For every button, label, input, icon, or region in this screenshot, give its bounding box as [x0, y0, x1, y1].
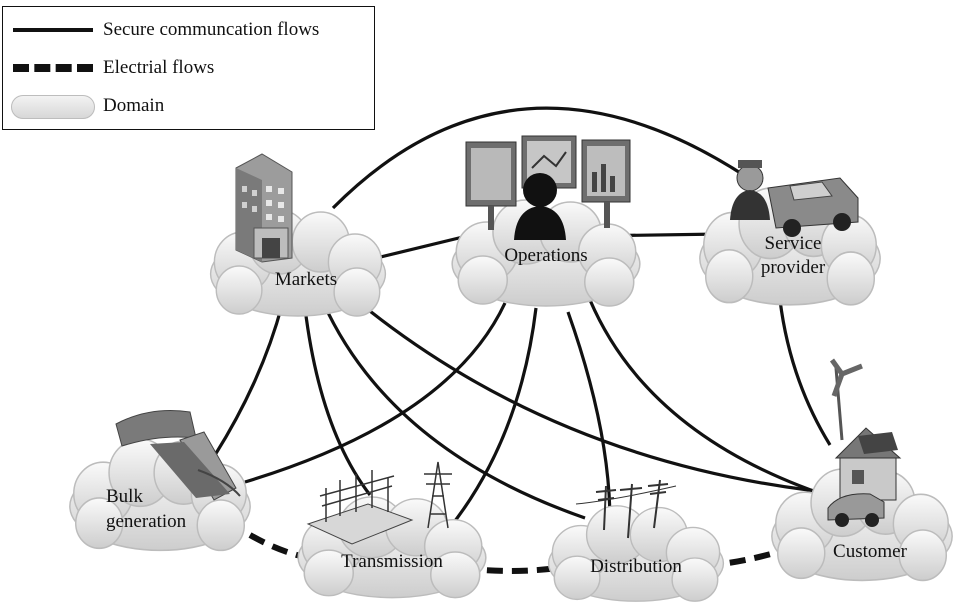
legend-row-secure: Secure communcation flows [3, 15, 319, 45]
secure-link-markets-service [331, 106, 761, 210]
control-room-monitors-icon [465, 135, 631, 240]
legend-cloud-icon [11, 95, 95, 119]
secure-link-operations-bulk [244, 302, 507, 484]
legend-solid-line [13, 28, 93, 32]
legend-electrical-label: Electrial flows [103, 57, 215, 78]
utility-poles-icon [575, 479, 677, 539]
service-label-line2: provider [761, 257, 826, 278]
service-label-line1: Service [765, 233, 822, 254]
transmission-label: Transmission [341, 551, 443, 572]
secure-link-markets-distribution [321, 301, 586, 520]
legend: Secure communcation flows Electrial flow… [2, 6, 375, 130]
customer-label: Customer [833, 541, 908, 562]
hydro-dam-icon [115, 410, 241, 501]
legend-row-electrical: Electrial flows [3, 53, 214, 83]
secure-link-markets-bulk [213, 304, 284, 456]
secure-link-operations-customer [588, 299, 841, 502]
service-truck-technician-icon [730, 160, 859, 237]
distribution-label: Distribution [590, 556, 682, 577]
secure-link-service-customer [778, 299, 832, 446]
legend-domain-label: Domain [103, 95, 165, 116]
distribution-cloud [547, 505, 725, 602]
substation-pylon-icon [306, 461, 452, 545]
bulk-label-line1: Bulk [106, 486, 143, 507]
legend-secure-label: Secure communcation flows [103, 19, 320, 40]
secure-link-markets-transmission [303, 307, 372, 496]
legend-row-domain: Domain [3, 91, 164, 121]
secure-link-markets-customer [348, 293, 856, 497]
secure-link-operations-transmission [446, 307, 538, 531]
markets-label: Markets [275, 269, 337, 290]
electrical-link-bulk-transmission [248, 532, 321, 563]
office-building-icon [235, 153, 293, 263]
operations-label: Operations [504, 245, 587, 266]
bulk-label-line2: generation [106, 511, 187, 532]
smart-house-wind-turbine-car-icon [827, 358, 902, 527]
legend-dashed-line [13, 64, 93, 72]
